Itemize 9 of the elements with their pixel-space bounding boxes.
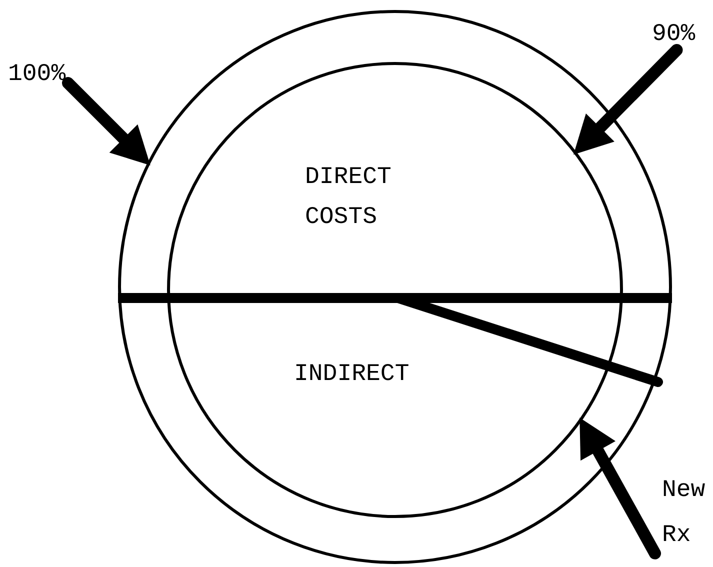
arrow: [62, 77, 150, 166]
section-label: DIRECT COSTS: [305, 163, 392, 233]
percent-label: 90%: [652, 20, 696, 50]
percent-label: 100%: [8, 60, 67, 90]
section-label: INDIRECT: [294, 361, 410, 389]
inner-circle: [167, 62, 623, 518]
arrow: [580, 418, 661, 560]
callout-label: New Rx: [662, 476, 706, 551]
arrow: [573, 44, 683, 155]
